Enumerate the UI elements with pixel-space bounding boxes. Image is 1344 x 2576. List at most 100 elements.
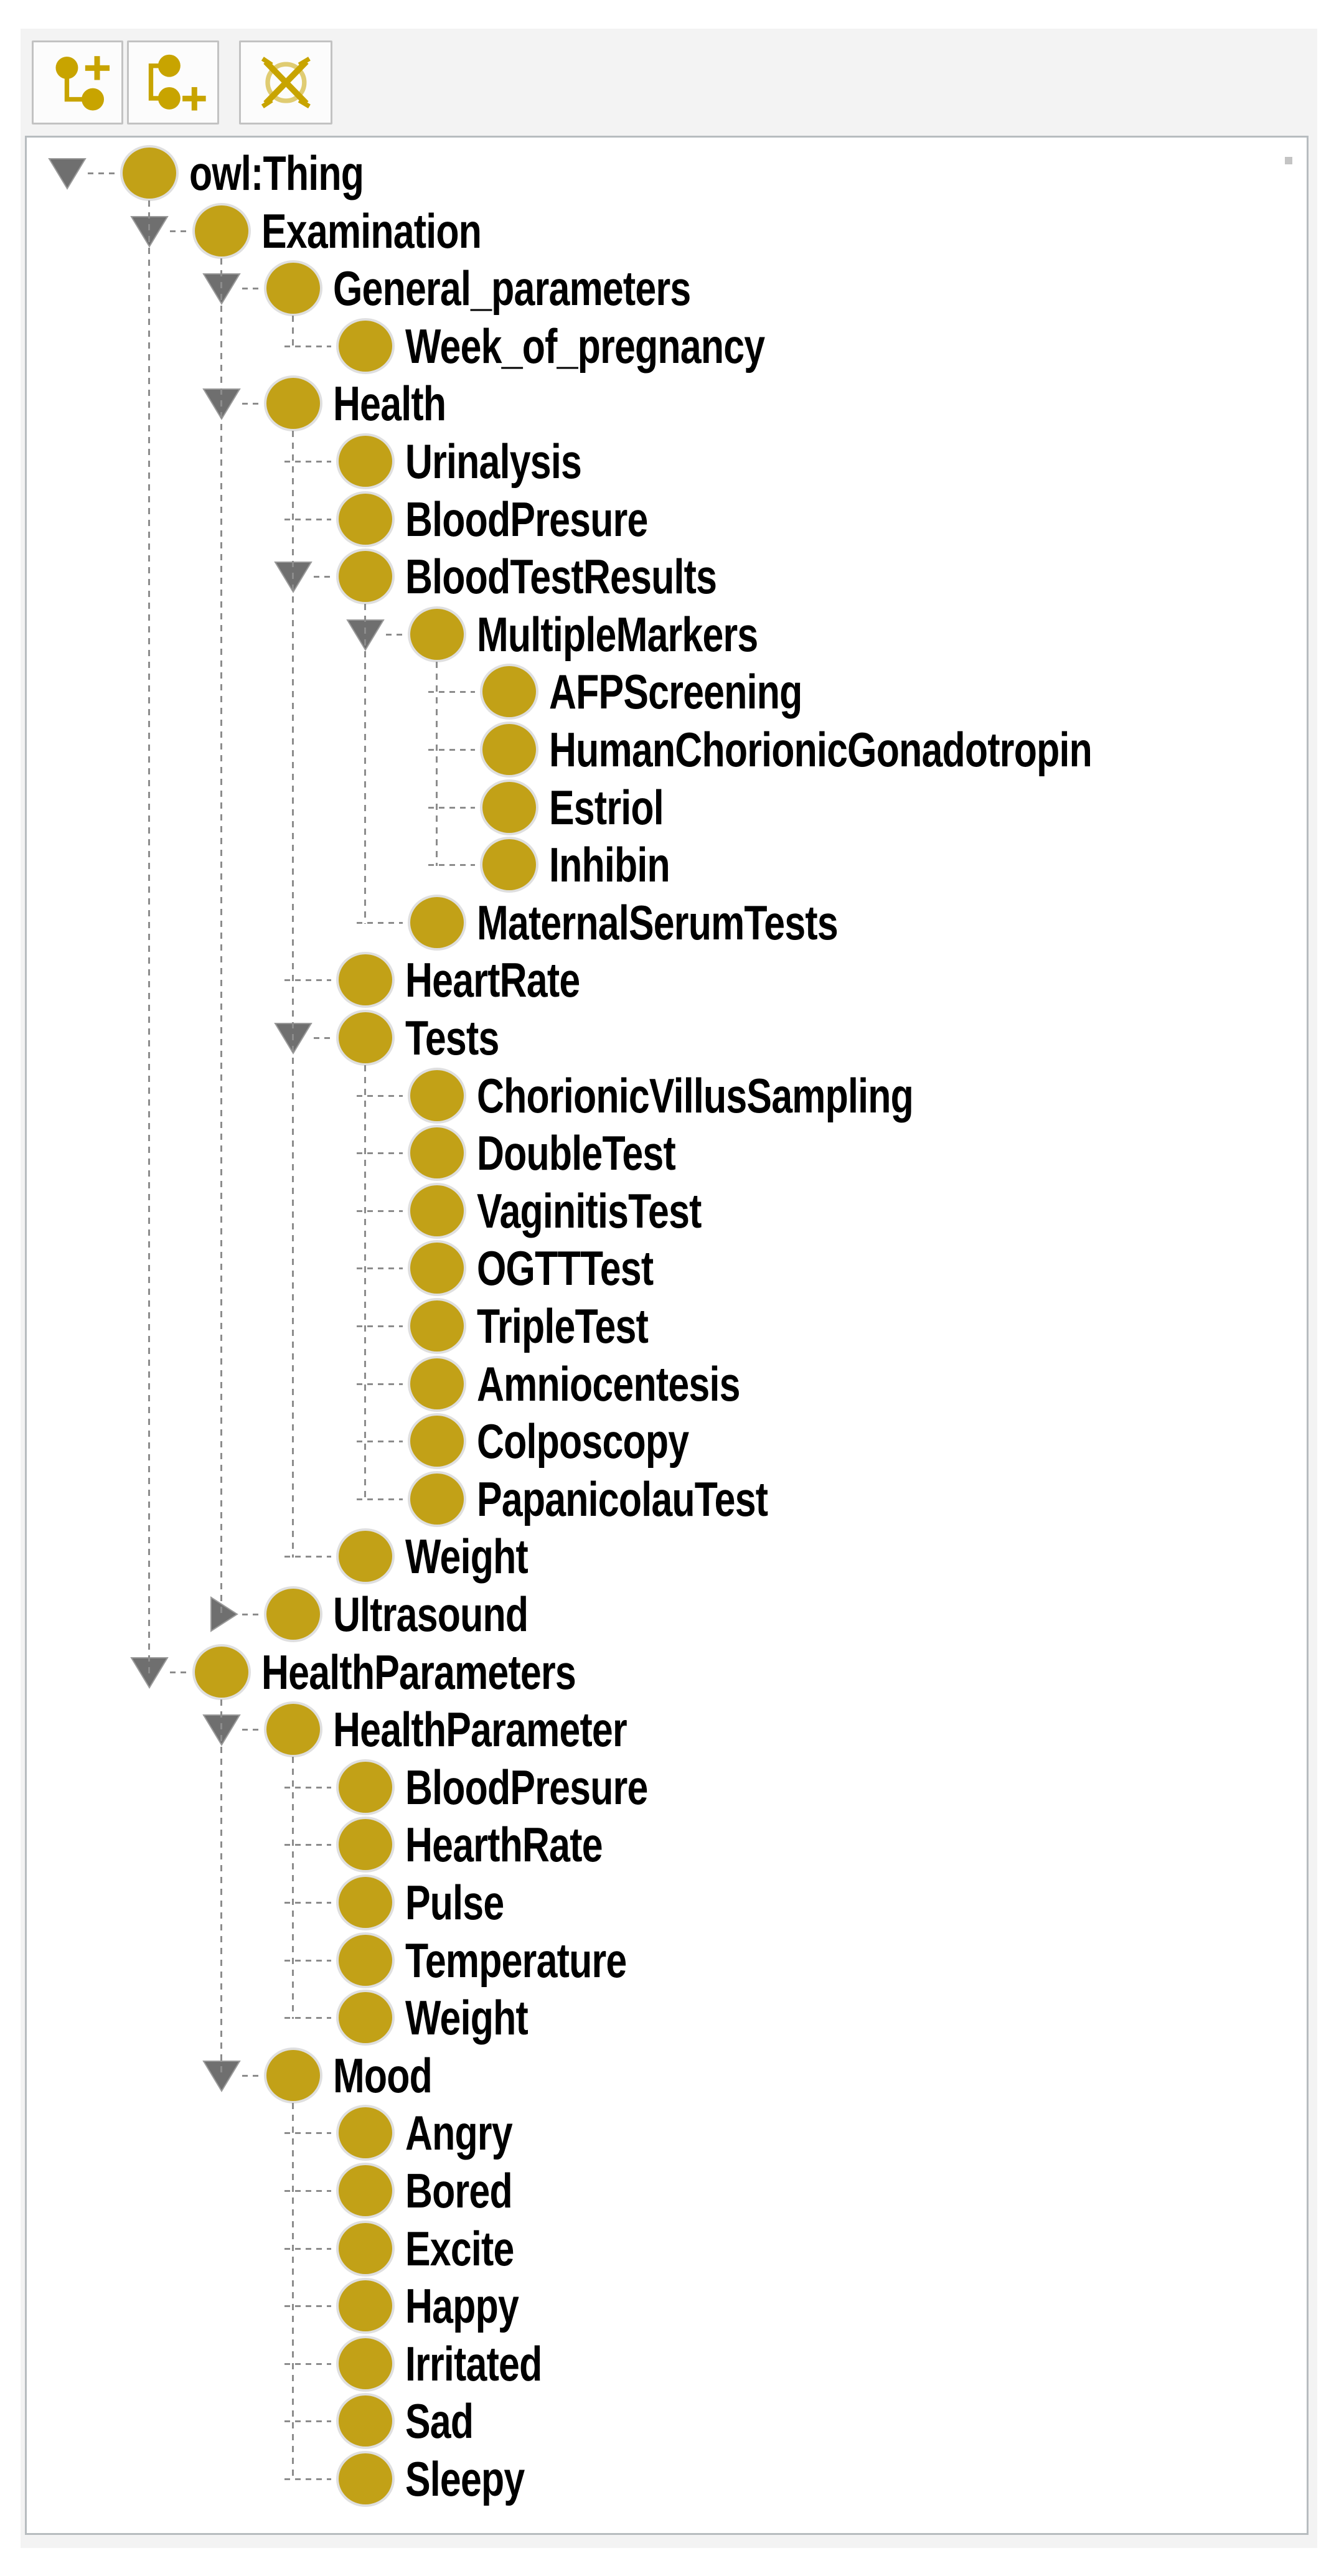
class-node-label[interactable]: HealthParameter xyxy=(333,1702,627,1757)
class-node-label[interactable]: HeartRate xyxy=(405,952,580,1007)
tree-connector xyxy=(314,1037,331,1039)
class-node-label[interactable]: AFPScreening xyxy=(549,664,802,719)
class-icon[interactable] xyxy=(410,1185,464,1236)
tree-connector xyxy=(284,2190,331,2192)
class-icon[interactable] xyxy=(339,2395,392,2447)
class-icon[interactable] xyxy=(339,1012,392,1063)
class-icon[interactable] xyxy=(339,954,392,1005)
class-icon[interactable] xyxy=(410,1243,464,1294)
class-node-label[interactable]: MaternalSerumTests xyxy=(477,895,839,950)
class-node-label[interactable]: Colposcopy xyxy=(477,1414,689,1469)
class-icon[interactable] xyxy=(123,148,176,199)
class-icon[interactable] xyxy=(482,724,536,775)
class-node-label[interactable]: Tests xyxy=(405,1010,499,1065)
class-node-label[interactable]: Mood xyxy=(333,2048,433,2103)
class-node-label[interactable]: Happy xyxy=(405,2278,519,2333)
class-node-label[interactable]: PapanicolauTest xyxy=(477,1472,768,1526)
class-icon[interactable] xyxy=(266,1589,320,1640)
class-node-label[interactable]: BloodPresure xyxy=(405,1760,648,1815)
class-icon[interactable] xyxy=(266,263,320,314)
class-icon[interactable] xyxy=(339,1762,392,1813)
tree-connector xyxy=(284,1556,331,1558)
class-node-label[interactable]: Excite xyxy=(405,2221,514,2276)
collapse-toggle-icon[interactable] xyxy=(202,1595,241,1634)
class-icon[interactable] xyxy=(410,1070,464,1121)
class-node-label[interactable]: ChorionicVillusSampling xyxy=(477,1068,914,1123)
class-node-label[interactable]: MultipleMarkers xyxy=(477,607,758,662)
class-node-label[interactable]: owl:Thing xyxy=(189,146,364,200)
class-icon[interactable] xyxy=(339,2338,392,2389)
delete-class-icon xyxy=(261,56,311,108)
class-node-label[interactable]: Bored xyxy=(405,2163,513,2218)
class-node-label[interactable]: Irritated xyxy=(405,2336,542,2391)
class-node-label[interactable]: Pulse xyxy=(405,1875,504,1930)
class-icon[interactable] xyxy=(339,2107,392,2158)
class-icon[interactable] xyxy=(266,2050,320,2101)
class-node-label[interactable]: Week_of_pregnancy xyxy=(405,319,765,374)
class-node-label[interactable]: Examination xyxy=(261,204,482,258)
class-node-label[interactable]: DoubleTest xyxy=(477,1126,676,1180)
class-icon[interactable] xyxy=(339,551,392,602)
class-icon[interactable] xyxy=(339,436,392,487)
add-subclass-button[interactable] xyxy=(32,40,123,125)
class-icon[interactable] xyxy=(410,1416,464,1467)
class-icon[interactable] xyxy=(339,1877,392,1928)
tree-connector xyxy=(220,258,222,1615)
class-icon[interactable] xyxy=(339,1992,392,2043)
class-node-label[interactable]: Inhibin xyxy=(549,837,670,892)
class-node-label[interactable]: Angry xyxy=(405,2105,513,2160)
class-icon[interactable] xyxy=(266,378,320,429)
class-icon[interactable] xyxy=(410,1127,464,1178)
tree-connector xyxy=(357,1210,403,1212)
tree-connector xyxy=(284,2248,331,2250)
class-icon[interactable] xyxy=(195,205,248,256)
class-node-label[interactable]: BloodPresure xyxy=(405,492,648,547)
class-node-label[interactable]: HumanChorionicGonadotropin xyxy=(549,722,1093,777)
class-icon[interactable] xyxy=(339,2280,392,2331)
class-icon[interactable] xyxy=(339,1531,392,1582)
class-icon[interactable] xyxy=(410,1474,464,1525)
expand-toggle-icon[interactable] xyxy=(48,154,87,192)
class-icon[interactable] xyxy=(339,2453,392,2504)
class-node-label[interactable]: Weight xyxy=(405,1529,529,1584)
class-icon[interactable] xyxy=(195,1647,248,1698)
tree-connector xyxy=(292,316,294,347)
class-node-label[interactable]: Temperature xyxy=(405,1933,627,1988)
add-sibling-class-button[interactable] xyxy=(127,40,219,125)
class-icon[interactable] xyxy=(410,1358,464,1409)
class-icon[interactable] xyxy=(339,2223,392,2274)
class-node-label[interactable]: Urinalysis xyxy=(405,434,582,489)
class-node-label[interactable]: Weight xyxy=(405,1990,529,2045)
class-node-label[interactable]: TripleTest xyxy=(477,1299,649,1353)
class-icon[interactable] xyxy=(410,897,464,948)
class-node-label[interactable]: Sleepy xyxy=(405,2451,525,2506)
class-node-label[interactable]: BloodTestResults xyxy=(405,549,717,604)
class-node-label[interactable]: Amniocentesis xyxy=(477,1356,740,1411)
class-icon[interactable] xyxy=(339,494,392,545)
class-icon[interactable] xyxy=(339,1819,392,1870)
tree-connector xyxy=(284,1844,331,1846)
tree-connector xyxy=(148,200,150,1673)
class-icon[interactable] xyxy=(482,782,536,833)
class-icon[interactable] xyxy=(482,839,536,890)
class-node-label[interactable]: Estriol xyxy=(549,780,664,835)
class-node-label[interactable]: Health xyxy=(333,376,446,431)
tree-connector xyxy=(364,604,366,924)
delete-class-button[interactable] xyxy=(239,40,332,125)
class-node-label[interactable]: Ultrasound xyxy=(333,1587,529,1642)
class-node-label[interactable]: VaginitisTest xyxy=(477,1183,702,1238)
class-icon[interactable] xyxy=(482,666,536,717)
tree-connector xyxy=(242,403,259,405)
class-node-label[interactable]: Sad xyxy=(405,2394,474,2448)
class-icon[interactable] xyxy=(266,1704,320,1755)
class-node-label[interactable]: HealthParameters xyxy=(261,1645,576,1699)
class-icon[interactable] xyxy=(410,1300,464,1351)
class-node-label[interactable]: General_parameters xyxy=(333,261,691,316)
class-icon[interactable] xyxy=(339,321,392,372)
class-icon[interactable] xyxy=(339,1935,392,1986)
class-node-label[interactable]: OGTTTest xyxy=(477,1241,654,1295)
class-icon[interactable] xyxy=(410,609,464,660)
class-icon[interactable] xyxy=(339,2165,392,2216)
class-node-label[interactable]: HearthRate xyxy=(405,1817,603,1872)
